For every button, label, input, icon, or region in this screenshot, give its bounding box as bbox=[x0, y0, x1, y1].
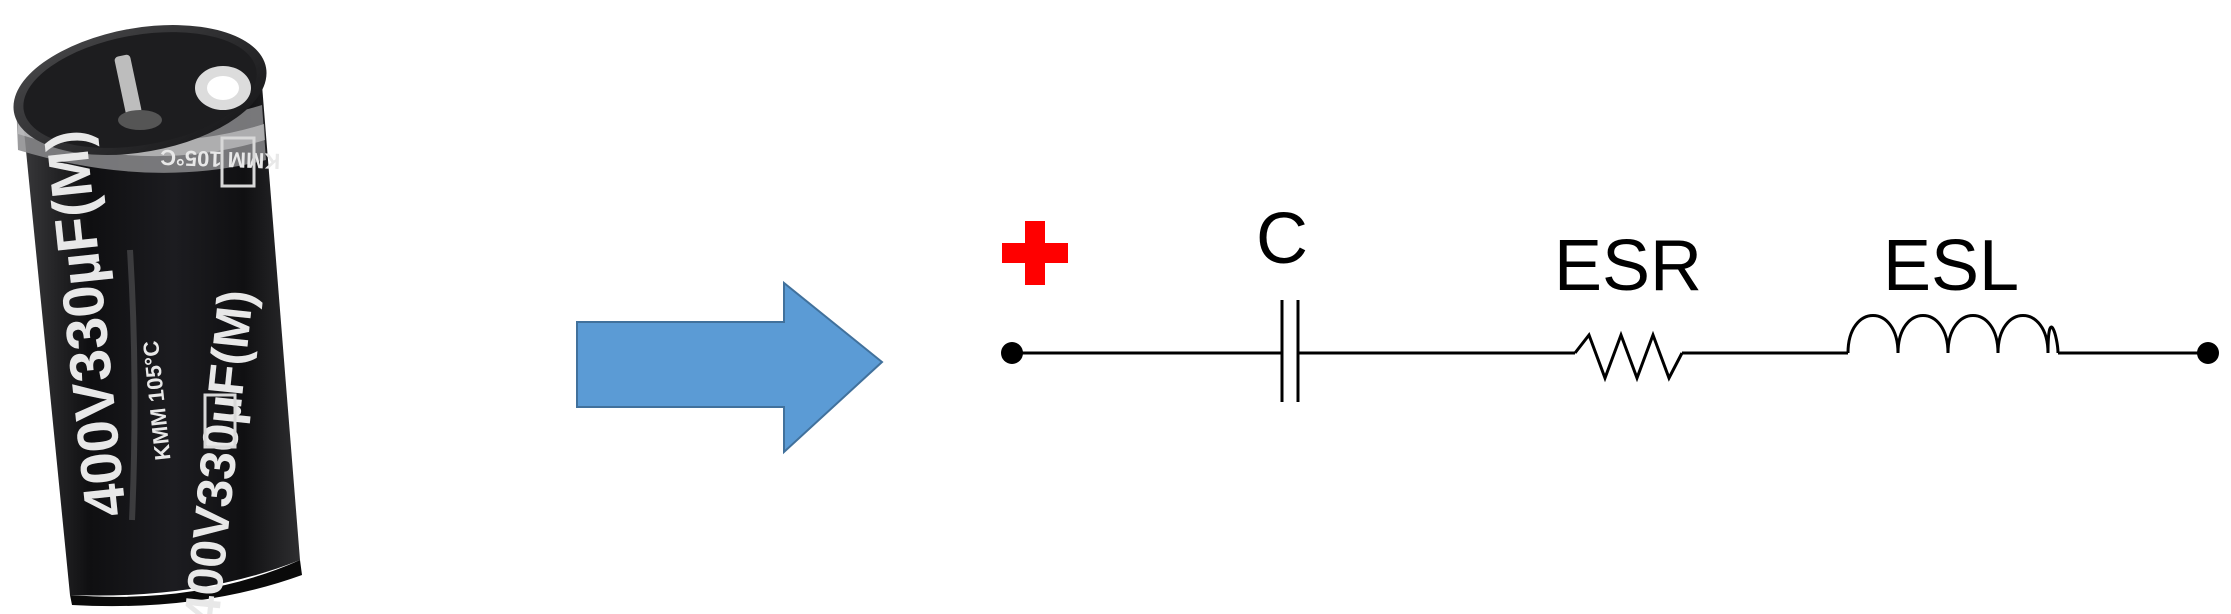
terminal-left bbox=[1001, 342, 1023, 364]
positive-polarity-mark bbox=[1002, 221, 1068, 285]
capacitor-marking-text: KMM 105°C bbox=[160, 145, 281, 174]
capacitor-symbol bbox=[1280, 300, 1300, 402]
resistor-symbol bbox=[1573, 330, 1684, 383]
capacitor-photo: 400V330µF(M) KMM 105°C 400V330µF(M) KMM … bbox=[13, 25, 302, 614]
capacitor-bottom-rim bbox=[70, 560, 302, 607]
label-capacitance: C bbox=[1256, 199, 1308, 279]
equivalent-circuit bbox=[1012, 300, 2208, 402]
terminal-right bbox=[2197, 342, 2219, 364]
inductor-symbol bbox=[1846, 314, 2060, 354]
capacitor-terminal bbox=[195, 66, 251, 110]
label-esr: ESR bbox=[1554, 226, 1702, 306]
right-arrow bbox=[576, 280, 884, 455]
label-esl: ESL bbox=[1883, 226, 2019, 306]
capacitor-body bbox=[20, 60, 300, 596]
capacitor-terminal bbox=[114, 54, 162, 130]
